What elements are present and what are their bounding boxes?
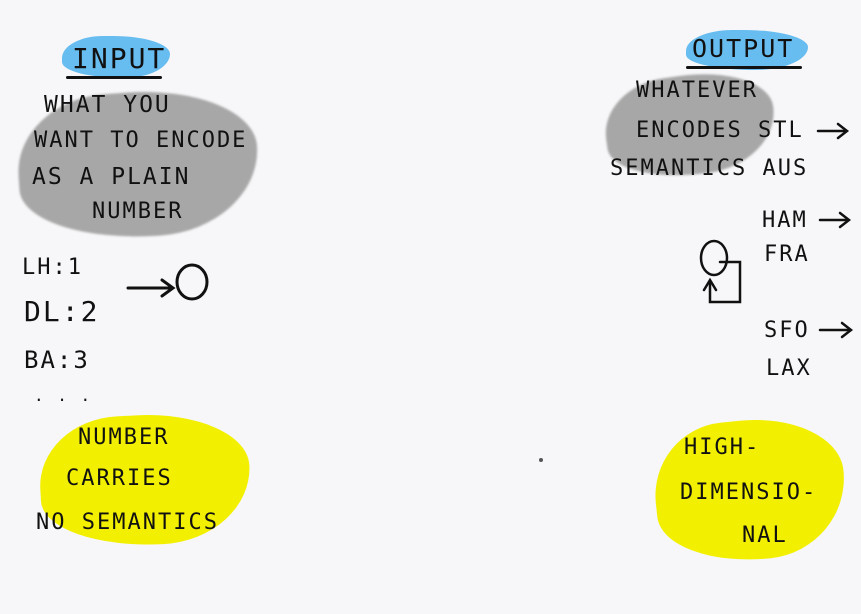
input-desc-line-2: WANT TO ENCODE	[34, 128, 248, 153]
vector-space-icon	[699, 239, 742, 304]
stray-dot	[539, 458, 543, 462]
input-desc-line-1: WHAT YOU	[44, 92, 171, 118]
input-title: INPUT	[72, 42, 167, 75]
input-note-line-1: NUMBER	[78, 425, 170, 450]
input-example-ba: BA:3	[24, 346, 90, 374]
output-pair-1-from: HAM	[762, 208, 808, 233]
input-title-highlight	[62, 36, 170, 78]
input-title-underline	[66, 76, 162, 79]
input-note-line-3: NO SEMANTICS	[36, 510, 219, 535]
output-pair-1-to: FRA	[764, 242, 810, 267]
output-pair-2-from: SFO	[764, 318, 810, 343]
output-desc-line-1: WHATEVER	[636, 78, 758, 103]
output-title-underline	[686, 66, 802, 69]
output-title: OUTPUT	[692, 34, 795, 63]
output-arrow-sfo-icon	[818, 321, 854, 339]
output-pair-2-to: LAX	[766, 356, 812, 381]
embedding-circle-icon	[175, 263, 209, 301]
input-example-dl: DL:2	[24, 295, 100, 328]
input-example-ellipsis: . . .	[34, 386, 93, 405]
output-arrow-ham-icon	[818, 211, 852, 229]
input-desc-line-3: AS A PLAIN	[32, 164, 191, 190]
output-desc-line-3: SEMANTICS AUS	[610, 156, 809, 181]
output-desc-line-2: ENCODES STL	[636, 118, 804, 143]
output-arrow-stl-icon	[816, 122, 850, 140]
input-arrow-icon	[126, 278, 176, 298]
input-note-line-2: CARRIES	[66, 466, 173, 491]
output-title-highlight	[686, 30, 808, 70]
output-note-line-1: HIGH-	[684, 435, 761, 460]
output-note-line-2: DIMENSIO-	[680, 480, 818, 505]
output-note-line-3: NAL	[742, 523, 788, 548]
input-desc-line-4: NUMBER	[92, 199, 184, 224]
input-example-lh: LH:1	[22, 255, 83, 280]
